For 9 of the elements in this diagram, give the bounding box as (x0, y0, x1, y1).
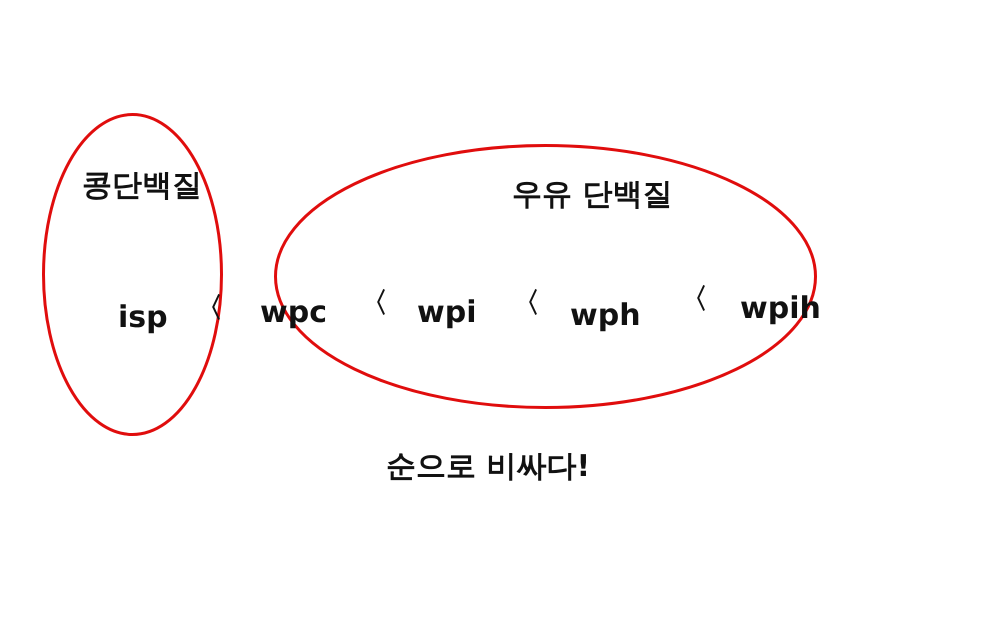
item-label: 〈 (360, 288, 388, 319)
ellipse-heading: 콩단백질 (82, 169, 202, 202)
item-label: wph (570, 299, 641, 332)
ellipse-heading: 우유 단백질 (512, 178, 672, 211)
item-label: 〈 (680, 284, 708, 315)
note-text: 순으로 비싸다! (386, 450, 590, 483)
item-label: isp (118, 301, 168, 334)
item-label: wpi (417, 296, 476, 329)
item-label: 〈 (512, 288, 540, 319)
